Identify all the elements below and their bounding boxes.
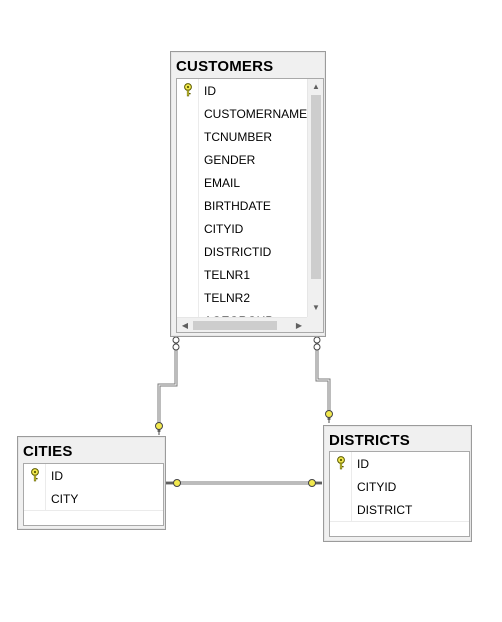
table-title: DISTRICTS: [329, 432, 410, 449]
column-row[interactable]: ID: [330, 452, 469, 476]
column-row[interactable]: TCNUMBER: [177, 125, 323, 149]
column-row[interactable]: CITYID: [330, 475, 469, 499]
column-name: DISTRICT: [357, 503, 413, 517]
key-icon: [30, 468, 40, 482]
row-selector[interactable]: [330, 452, 352, 475]
row-selector[interactable]: [177, 217, 199, 240]
column-name: CITYID: [204, 222, 244, 236]
row-selector[interactable]: [177, 286, 199, 309]
column-row[interactable]: BIRTHDATE: [177, 194, 323, 218]
column-row[interactable]: DISTRICT: [330, 498, 469, 522]
column-name: GENDER: [204, 153, 256, 167]
key-icon: [183, 83, 193, 97]
one-end-key-icon: [308, 479, 316, 487]
row-selector[interactable]: [330, 498, 352, 521]
column-grid: ID CUSTOMERNAME TCNUMBER GENDER EMAIL BIRTHDA…: [176, 78, 324, 333]
column-row[interactable]: GENDER: [177, 148, 323, 172]
column-row[interactable]: ID: [24, 464, 163, 488]
column-name: DISTRICTID: [204, 245, 272, 259]
column-name: BIRTHDATE: [204, 199, 271, 213]
scrollbar-thumb[interactable]: [311, 95, 321, 279]
column-row[interactable]: CITYID: [177, 217, 323, 241]
scroll-left-icon[interactable]: ◀: [181, 321, 189, 330]
row-selector[interactable]: [330, 475, 352, 498]
row-selector[interactable]: [24, 464, 46, 487]
horizontal-scrollbar[interactable]: ◀ ▶: [177, 317, 307, 332]
row-selector[interactable]: [24, 487, 46, 510]
table-title: CITIES: [23, 443, 73, 460]
column-row[interactable]: DISTRICTID: [177, 240, 323, 264]
column-name: ID: [204, 84, 216, 98]
many-end-icon: [313, 336, 321, 344]
row-selector[interactable]: [177, 171, 199, 194]
column-name: CITY: [51, 492, 79, 506]
column-name: CITYID: [357, 480, 397, 494]
row-selector[interactable]: [177, 79, 199, 102]
column-row[interactable]: TELNR1: [177, 263, 323, 287]
column-row[interactable]: CUSTOMERNAME: [177, 102, 323, 126]
column-name: EMAIL: [204, 176, 241, 190]
relationship-districts-cities[interactable]: [166, 479, 322, 487]
column-row[interactable]: TELNR2: [177, 286, 323, 310]
column-name: TELNR2: [204, 291, 251, 305]
key-icon: [336, 456, 346, 470]
scroll-right-icon[interactable]: ▶: [295, 321, 303, 330]
relationship-customers-cities[interactable]: [155, 336, 180, 435]
one-end-key-icon: [155, 422, 163, 430]
table-districts[interactable]: DISTRICTS ID CITYID DISTRICT: [323, 425, 472, 542]
column-row[interactable]: ID: [177, 79, 323, 103]
many-end-icon: [172, 336, 180, 344]
column-name: CUSTOMERNAME: [204, 107, 308, 121]
row-selector[interactable]: [177, 263, 199, 286]
column-grid: ID CITYID DISTRICT: [329, 451, 470, 537]
relationship-customers-districts[interactable]: [313, 336, 333, 423]
column-row[interactable]: EMAIL: [177, 171, 323, 195]
scroll-up-icon[interactable]: ▲: [312, 82, 320, 91]
vertical-scrollbar[interactable]: ▲ ▼: [307, 79, 323, 317]
table-customers[interactable]: CUSTOMERS ID CUSTOMERNAME TCNUMBER GENDER EM…: [170, 51, 326, 337]
column-name: TELNR1: [204, 268, 251, 282]
table-title: CUSTOMERS: [176, 58, 274, 75]
scroll-down-icon[interactable]: ▼: [312, 303, 320, 312]
column-grid: ID CITY: [23, 463, 164, 526]
scroll-corner: [307, 317, 323, 332]
column-name: ID: [51, 469, 63, 483]
row-selector[interactable]: [177, 194, 199, 217]
row-selector[interactable]: [177, 148, 199, 171]
scrollbar-thumb[interactable]: [193, 321, 277, 330]
table-cities[interactable]: CITIES ID CITY: [17, 436, 166, 530]
one-end-key-icon: [173, 479, 181, 487]
one-end-key-icon: [325, 410, 333, 418]
column-name: TCNUMBER: [204, 130, 272, 144]
column-name: ID: [357, 457, 369, 471]
column-row[interactable]: CITY: [24, 487, 163, 511]
row-selector[interactable]: [177, 102, 199, 125]
row-selector[interactable]: [177, 125, 199, 148]
row-selector[interactable]: [177, 240, 199, 263]
